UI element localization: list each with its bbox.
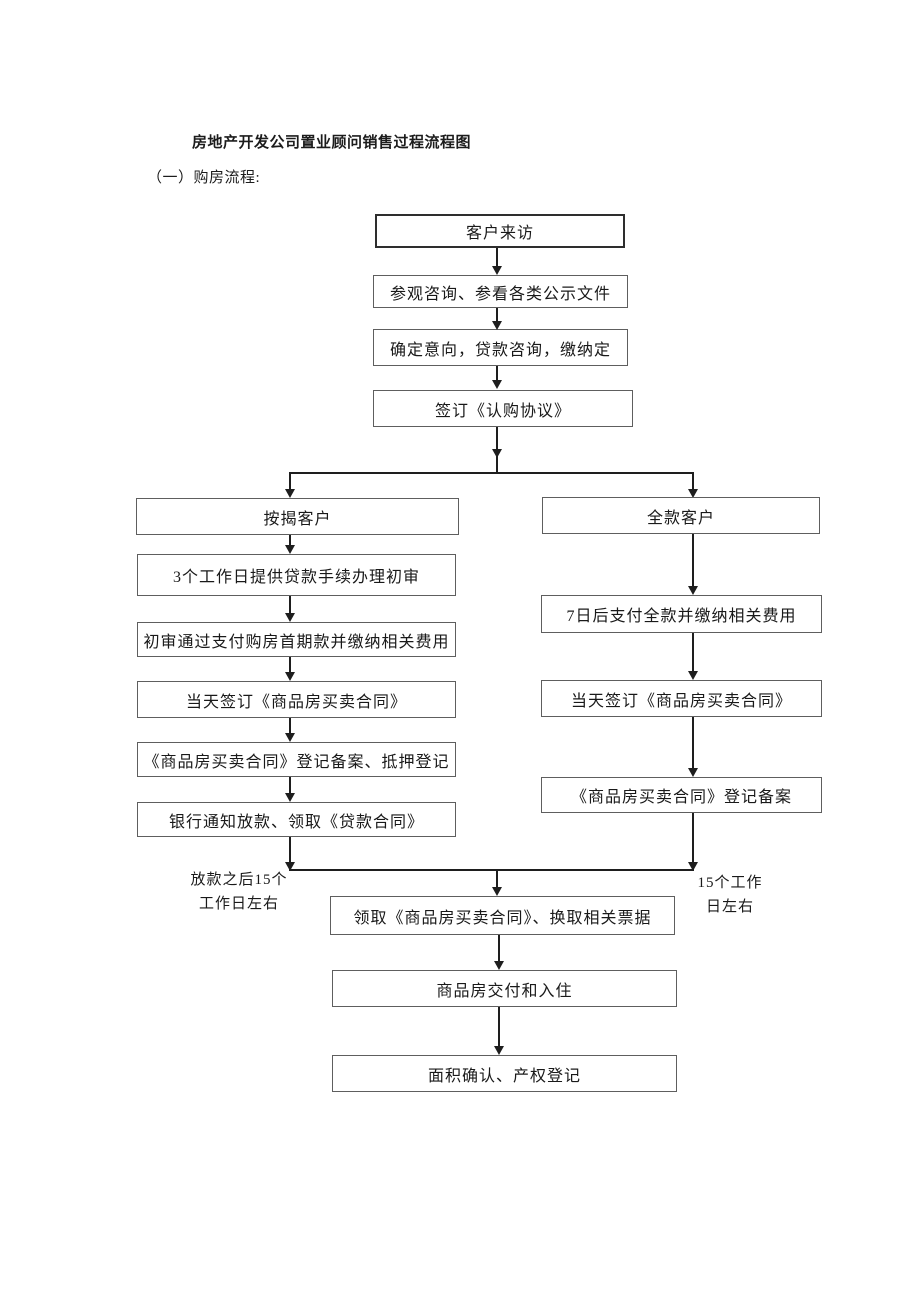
split-connector-line (289, 472, 694, 474)
section-heading: （一）购房流程: (147, 170, 261, 186)
arrow-down-icon (285, 733, 295, 742)
flow-node-delivery: 商品房交付和入住 (332, 970, 677, 1007)
connector-line (498, 935, 500, 961)
connector-line (289, 777, 291, 793)
arrow-down-icon (492, 887, 502, 896)
flow-node-mortgage-customer: 按揭客户 (136, 498, 459, 535)
page-title: 房地产开发公司置业顾问销售过程流程图 (192, 135, 472, 151)
connector-line (692, 633, 694, 671)
flow-node-subscription-agreement: 签订《认购协议》 (373, 390, 633, 427)
connector-line (692, 813, 694, 862)
flow-node-pay-full-amount: 7日后支付全款并缴纳相关费用 (541, 595, 822, 633)
connector-line (289, 657, 291, 672)
arrow-down-icon (285, 489, 295, 498)
arrow-down-icon (492, 321, 502, 330)
connector-line (692, 717, 694, 768)
arrow-down-icon (285, 613, 295, 622)
flow-node-contract-registration-mortgage: 《商品房买卖合同》登记备案、抵押登记 (137, 742, 456, 777)
flow-node-sign-sales-contract-left: 当天签订《商品房买卖合同》 (137, 681, 456, 718)
flow-node-customer-visit: 客户来访 (375, 214, 625, 248)
flow-node-consult: 参观咨询、参看各类公示文件 (373, 275, 628, 308)
arrow-down-icon (494, 961, 504, 970)
arrow-down-icon (688, 489, 698, 498)
flow-node-full-payment-customer: 全款客户 (542, 497, 820, 534)
arrow-down-icon (492, 449, 502, 458)
flow-node-loan-initial-review: 3个工作日提供贷款手续办理初审 (137, 554, 456, 596)
connector-line (692, 534, 694, 586)
arrow-down-icon (285, 545, 295, 554)
flow-node-contract-registration: 《商品房买卖合同》登记备案 (541, 777, 822, 813)
left-duration-note-line2: 工作日左右 (198, 896, 279, 912)
arrow-down-icon (492, 380, 502, 389)
left-duration-note: 放款之后15个 工作日左右 (180, 868, 298, 916)
connector-line (498, 1007, 500, 1046)
right-duration-note: 15个工作 日左右 (690, 871, 770, 919)
connector-line (692, 472, 694, 489)
merge-connector-line (289, 869, 694, 871)
arrow-down-icon (494, 1046, 504, 1055)
flow-node-sign-sales-contract-right: 当天签订《商品房买卖合同》 (541, 680, 822, 717)
connector-line (289, 718, 291, 733)
arrow-down-icon (492, 266, 502, 275)
flow-node-bank-loan-release: 银行通知放款、领取《贷款合同》 (137, 802, 456, 837)
arrow-down-icon (688, 671, 698, 680)
connector-line (496, 366, 498, 380)
flow-node-collect-contract: 领取《商品房买卖合同》、换取相关票据 (330, 896, 675, 935)
arrow-down-icon (285, 672, 295, 681)
arrow-down-icon (285, 793, 295, 802)
arrow-down-icon (688, 768, 698, 777)
flow-node-intent: 确定意向，贷款咨询，缴纳定 (373, 329, 628, 366)
arrow-down-icon (688, 862, 698, 871)
connector-line (496, 308, 498, 321)
connector-line (496, 871, 498, 887)
connector-line (289, 472, 291, 489)
left-duration-note-line1: 放款之后15个 (190, 872, 288, 888)
arrow-down-icon (688, 586, 698, 595)
right-duration-note-line1: 15个工作 (697, 875, 763, 891)
connector-line (289, 596, 291, 613)
right-duration-note-line2: 日左右 (705, 899, 754, 915)
arrow-down-icon (285, 862, 295, 871)
connector-line (289, 837, 291, 862)
connector-line (496, 248, 498, 266)
flow-node-area-confirm: 面积确认、产权登记 (332, 1055, 677, 1092)
connector-line (289, 535, 291, 545)
flow-node-down-payment: 初审通过支付购房首期款并缴纳相关费用 (137, 622, 456, 657)
